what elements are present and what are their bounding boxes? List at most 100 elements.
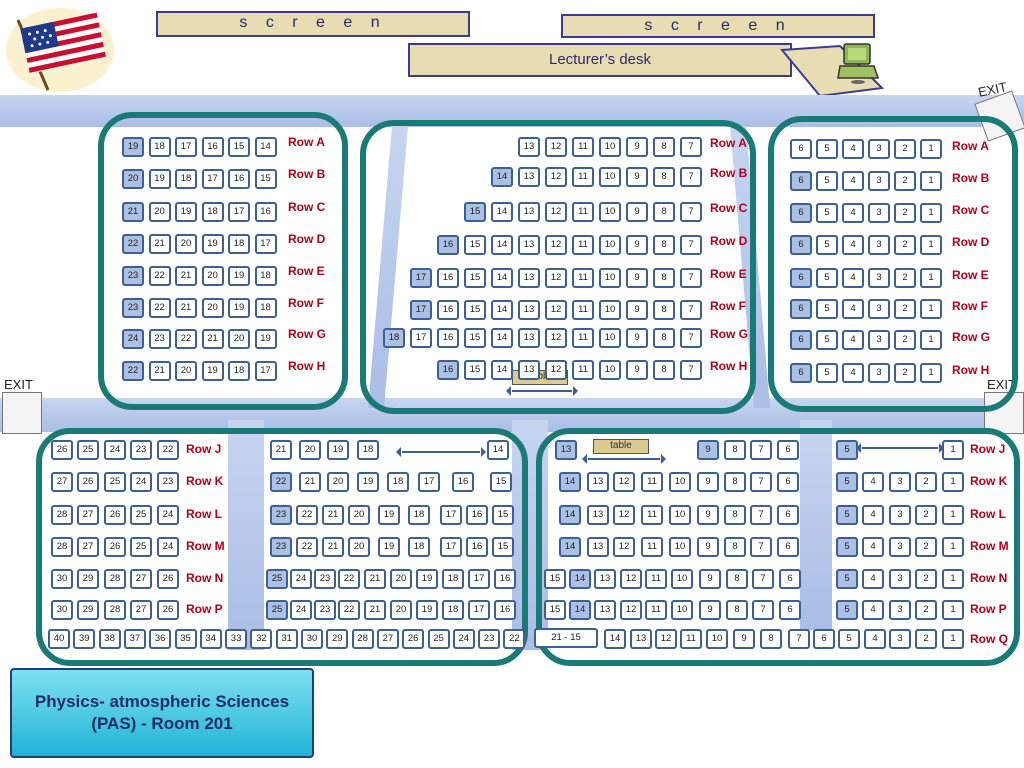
seat[interactable]: 1 (942, 440, 964, 460)
seat[interactable]: 12 (545, 202, 567, 222)
seat[interactable]: 8 (653, 268, 675, 288)
seat[interactable]: 11 (572, 235, 594, 255)
seat[interactable]: 21 (364, 569, 386, 589)
seat[interactable]: 15 (464, 360, 486, 380)
seat[interactable]: 5 (836, 569, 858, 589)
seat[interactable]: 6 (779, 569, 801, 589)
seat[interactable]: 12 (545, 268, 567, 288)
seat[interactable]: 15 (490, 472, 512, 492)
seat[interactable]: 6 (777, 505, 799, 525)
seat[interactable]: 12 (545, 235, 567, 255)
seat[interactable]: 18 (175, 169, 197, 189)
seat[interactable]: 10 (599, 202, 621, 222)
seat[interactable]: 4 (862, 537, 884, 557)
seat[interactable]: 12 (620, 569, 642, 589)
seat[interactable]: 1 (920, 363, 942, 383)
seat[interactable]: 24 (157, 505, 179, 525)
seat[interactable]: 9 (699, 600, 721, 620)
seat[interactable]: 2 (915, 505, 937, 525)
seat[interactable]: 5 (816, 235, 838, 255)
seat[interactable]: 27 (77, 537, 99, 557)
seat[interactable]: 17 (254, 234, 277, 254)
seat[interactable]: 1 (942, 569, 964, 589)
seat[interactable]: 7 (788, 629, 810, 649)
seat[interactable]: 21 (175, 266, 197, 286)
seat[interactable]: 24 (290, 600, 312, 620)
seat[interactable]: 8 (724, 472, 746, 492)
seat[interactable]: 4 (862, 569, 884, 589)
seat[interactable]: 23 (314, 569, 336, 589)
seat[interactable]: 26 (402, 629, 425, 649)
seat[interactable]: 19 (201, 234, 224, 254)
seat[interactable]: 13 (594, 600, 616, 620)
seat[interactable]: 18 (254, 266, 277, 286)
seat[interactable]: 17 (468, 569, 490, 589)
seat[interactable]: 9 (697, 505, 719, 525)
seat[interactable]: 26 (51, 440, 73, 460)
seat[interactable]: 27 (130, 569, 152, 589)
seat[interactable]: 19 (254, 329, 277, 349)
seat[interactable]: 20 (348, 537, 370, 557)
seat[interactable]: 5 (816, 330, 838, 350)
seat[interactable]: 2 (915, 569, 937, 589)
seat[interactable]: 11 (641, 472, 663, 492)
seat[interactable]: 25 (266, 569, 288, 589)
seat[interactable]: 19 (122, 137, 144, 157)
seat[interactable]: 17 (175, 137, 197, 157)
seat[interactable]: 9 (626, 328, 648, 348)
seat[interactable]: 28 (104, 600, 126, 620)
seat[interactable]: 4 (842, 268, 864, 288)
seat[interactable]: 3 (868, 268, 890, 288)
seat[interactable]: 13 (518, 235, 540, 255)
seat[interactable]: 10 (599, 328, 621, 348)
seat[interactable]: 17 (410, 300, 432, 320)
seat[interactable]: 22 (338, 600, 360, 620)
seat[interactable]: 17 (410, 268, 432, 288)
seat[interactable]: 7 (750, 537, 772, 557)
seat[interactable]: 14 (491, 167, 513, 187)
seat[interactable]: 11 (572, 300, 594, 320)
seat[interactable]: 7 (680, 202, 702, 222)
seat[interactable]: 9 (626, 202, 648, 222)
seat[interactable]: 9 (697, 440, 719, 460)
seat[interactable]: 5 (836, 537, 858, 557)
seat[interactable]: 18 (408, 505, 430, 525)
seat[interactable]: 18 (442, 569, 464, 589)
seat[interactable]: 19 (228, 266, 250, 286)
seat[interactable]: 24 (452, 629, 475, 649)
seat[interactable]: 10 (599, 268, 621, 288)
seat[interactable]: 7 (680, 235, 702, 255)
seat[interactable]: 1 (942, 629, 964, 649)
seat[interactable]: 20 (148, 202, 171, 222)
seat[interactable]: 28 (351, 629, 374, 649)
seat[interactable]: 13 (555, 440, 577, 460)
seat[interactable]: 8 (760, 629, 782, 649)
seat[interactable]: 6 (790, 235, 812, 255)
seat[interactable]: 26 (157, 569, 179, 589)
seat[interactable]: 17 (440, 505, 462, 525)
seat[interactable]: 12 (620, 600, 642, 620)
seat[interactable]: 11 (572, 268, 594, 288)
seat[interactable]: 20 (390, 569, 412, 589)
seat[interactable]: 14 (254, 137, 277, 157)
seat[interactable]: 10 (599, 137, 621, 157)
seat[interactable]: 28 (51, 537, 73, 557)
seat[interactable]: 8 (653, 328, 675, 348)
seat[interactable]: 4 (862, 472, 884, 492)
seat[interactable]: 9 (626, 360, 648, 380)
seat[interactable]: 6 (790, 363, 812, 383)
seat[interactable]: 23 (270, 505, 292, 525)
seat[interactable]: 19 (228, 298, 250, 318)
seat[interactable]: 8 (726, 600, 748, 620)
seat[interactable]: 6 (790, 139, 812, 159)
seat[interactable]: 24 (104, 440, 126, 460)
seat[interactable]: 11 (572, 137, 594, 157)
seat[interactable]: 9 (699, 569, 721, 589)
seat[interactable]: 12 (545, 360, 567, 380)
seat[interactable]: 20 (228, 329, 250, 349)
seat[interactable]: 19 (416, 569, 438, 589)
seat[interactable]: 3 (889, 629, 911, 649)
seat[interactable]: 20 (299, 440, 321, 460)
seat[interactable]: 17 (410, 328, 432, 348)
seat[interactable]: 8 (653, 235, 675, 255)
